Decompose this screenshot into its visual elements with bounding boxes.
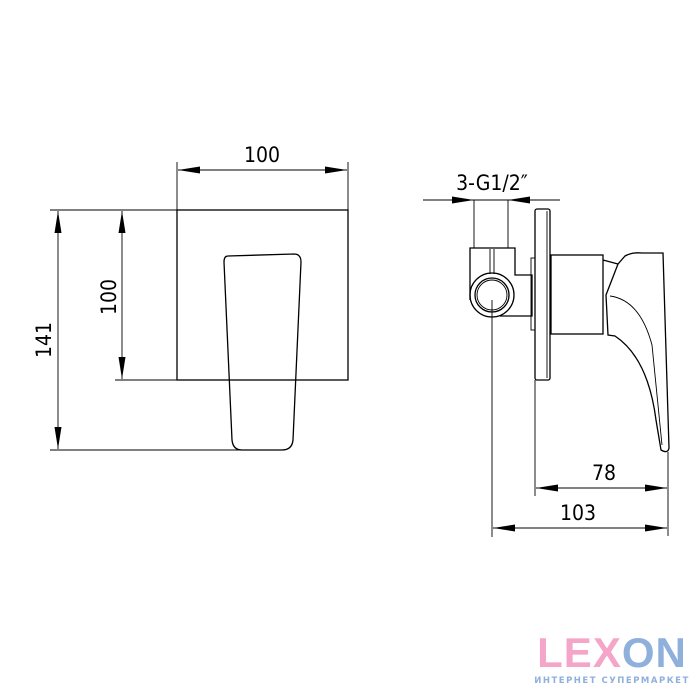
cover-plate-front	[176, 209, 349, 381]
dim-front-width: 100	[244, 143, 280, 167]
dim-handle-depth: 78	[592, 461, 616, 485]
side-view: 3-G1/2″ 78 103	[423, 171, 670, 537]
lexon-logo: LEXON ИНТЕРНЕТ СУПЕРМАРКЕТ	[532, 629, 692, 687]
logo-subtitle: ИНТЕРНЕТ СУПЕРМАРКЕТ	[534, 676, 690, 686]
dim-total-depth: 103	[560, 501, 596, 525]
handle-front	[223, 253, 302, 451]
logo-word-pink: LEX	[537, 629, 622, 676]
logo-word-blue: ON	[621, 629, 687, 676]
handle-side	[602, 252, 670, 453]
front-view: 100 100 141	[32, 143, 349, 451]
dim-total-height: 141	[32, 322, 56, 358]
inlet-block	[469, 247, 533, 317]
dim-front-height: 100	[97, 279, 121, 315]
dim-inlet-thread: 3-G1/2″	[456, 171, 528, 195]
valve-body	[550, 254, 604, 335]
cover-plate-side	[534, 208, 551, 381]
